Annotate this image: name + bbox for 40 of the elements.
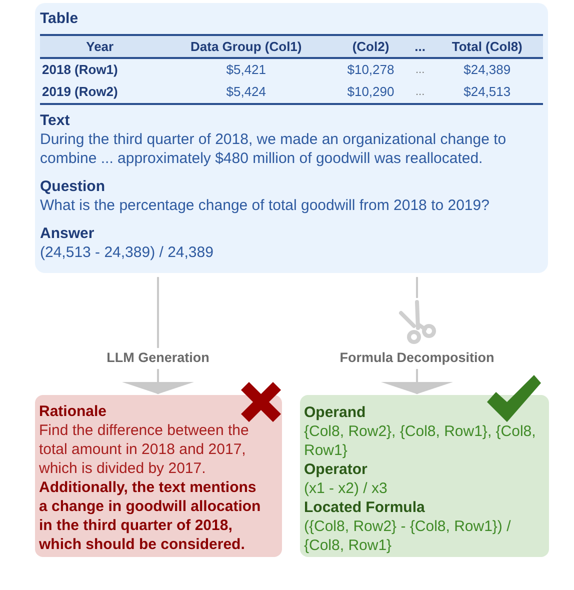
section-heading: Operand <box>304 403 367 422</box>
row-header: 2019 (Row2) <box>40 81 160 104</box>
body-text: Additionally, the text mentions a change in goodwill allocation in the third quarter of 2018, which should be considered. <box>39 478 262 554</box>
table-cell: ... <box>408 81 432 104</box>
formula-box <box>300 395 549 557</box>
section-heading: Operator <box>304 460 368 479</box>
body-text: ({Col8, Row2} - {Col8, Row1}) / {Col8, Row1} <box>304 517 512 555</box>
section-heading: Question <box>40 177 106 196</box>
input-panel <box>35 3 548 273</box>
column-header: (Col2) <box>332 35 409 58</box>
table-cell: ... <box>408 58 432 81</box>
table-cell: $10,290 <box>332 81 409 104</box>
body-text: (24,513 - 24,389) / 24,389 <box>40 243 214 262</box>
table-cell: $10,278 <box>332 58 409 81</box>
body-text: Find the difference between the total amount in 2018 and 2017, which is divided by 2017. <box>39 421 250 478</box>
section-heading: Text <box>40 111 71 130</box>
step-label: Formula Decomposition <box>338 349 496 367</box>
body-text: {Col8, Row2}, {Col8, Row1}, {Col8, Row1} <box>304 422 537 460</box>
table-cell: $24,389 <box>431 58 543 81</box>
row-header: 2018 (Row1) <box>40 58 160 81</box>
section-heading: Located Formula <box>304 498 426 517</box>
block-arrow <box>381 369 453 394</box>
rationale-box <box>35 395 282 557</box>
section-heading: Table <box>40 9 80 28</box>
section-heading: Rationale <box>39 402 108 421</box>
table-cell: $24,513 <box>431 81 543 104</box>
column-header: Data Group (Col1) <box>160 35 333 58</box>
column-header: Year <box>40 35 160 58</box>
table-cell: $5,424 <box>160 81 333 104</box>
column-header: Total (Col8) <box>431 35 543 58</box>
connector-bar <box>416 277 418 298</box>
section-heading: Answer <box>40 224 96 243</box>
body-text: What is the percentage change of total goodwill from 2018 to 2019? <box>40 196 490 215</box>
table-cell: $5,421 <box>160 58 333 81</box>
connector-bar <box>157 277 159 348</box>
body-text: (x1 - x2) / x3 <box>304 479 388 498</box>
column-header: ... <box>408 35 432 58</box>
step-label: LLM Generation <box>106 349 210 367</box>
body-text: During the third quarter of 2018, we made an organizational change to combine ... approximately $480 million of goodwill was reallocated. <box>40 130 508 168</box>
block-arrow <box>122 369 194 394</box>
